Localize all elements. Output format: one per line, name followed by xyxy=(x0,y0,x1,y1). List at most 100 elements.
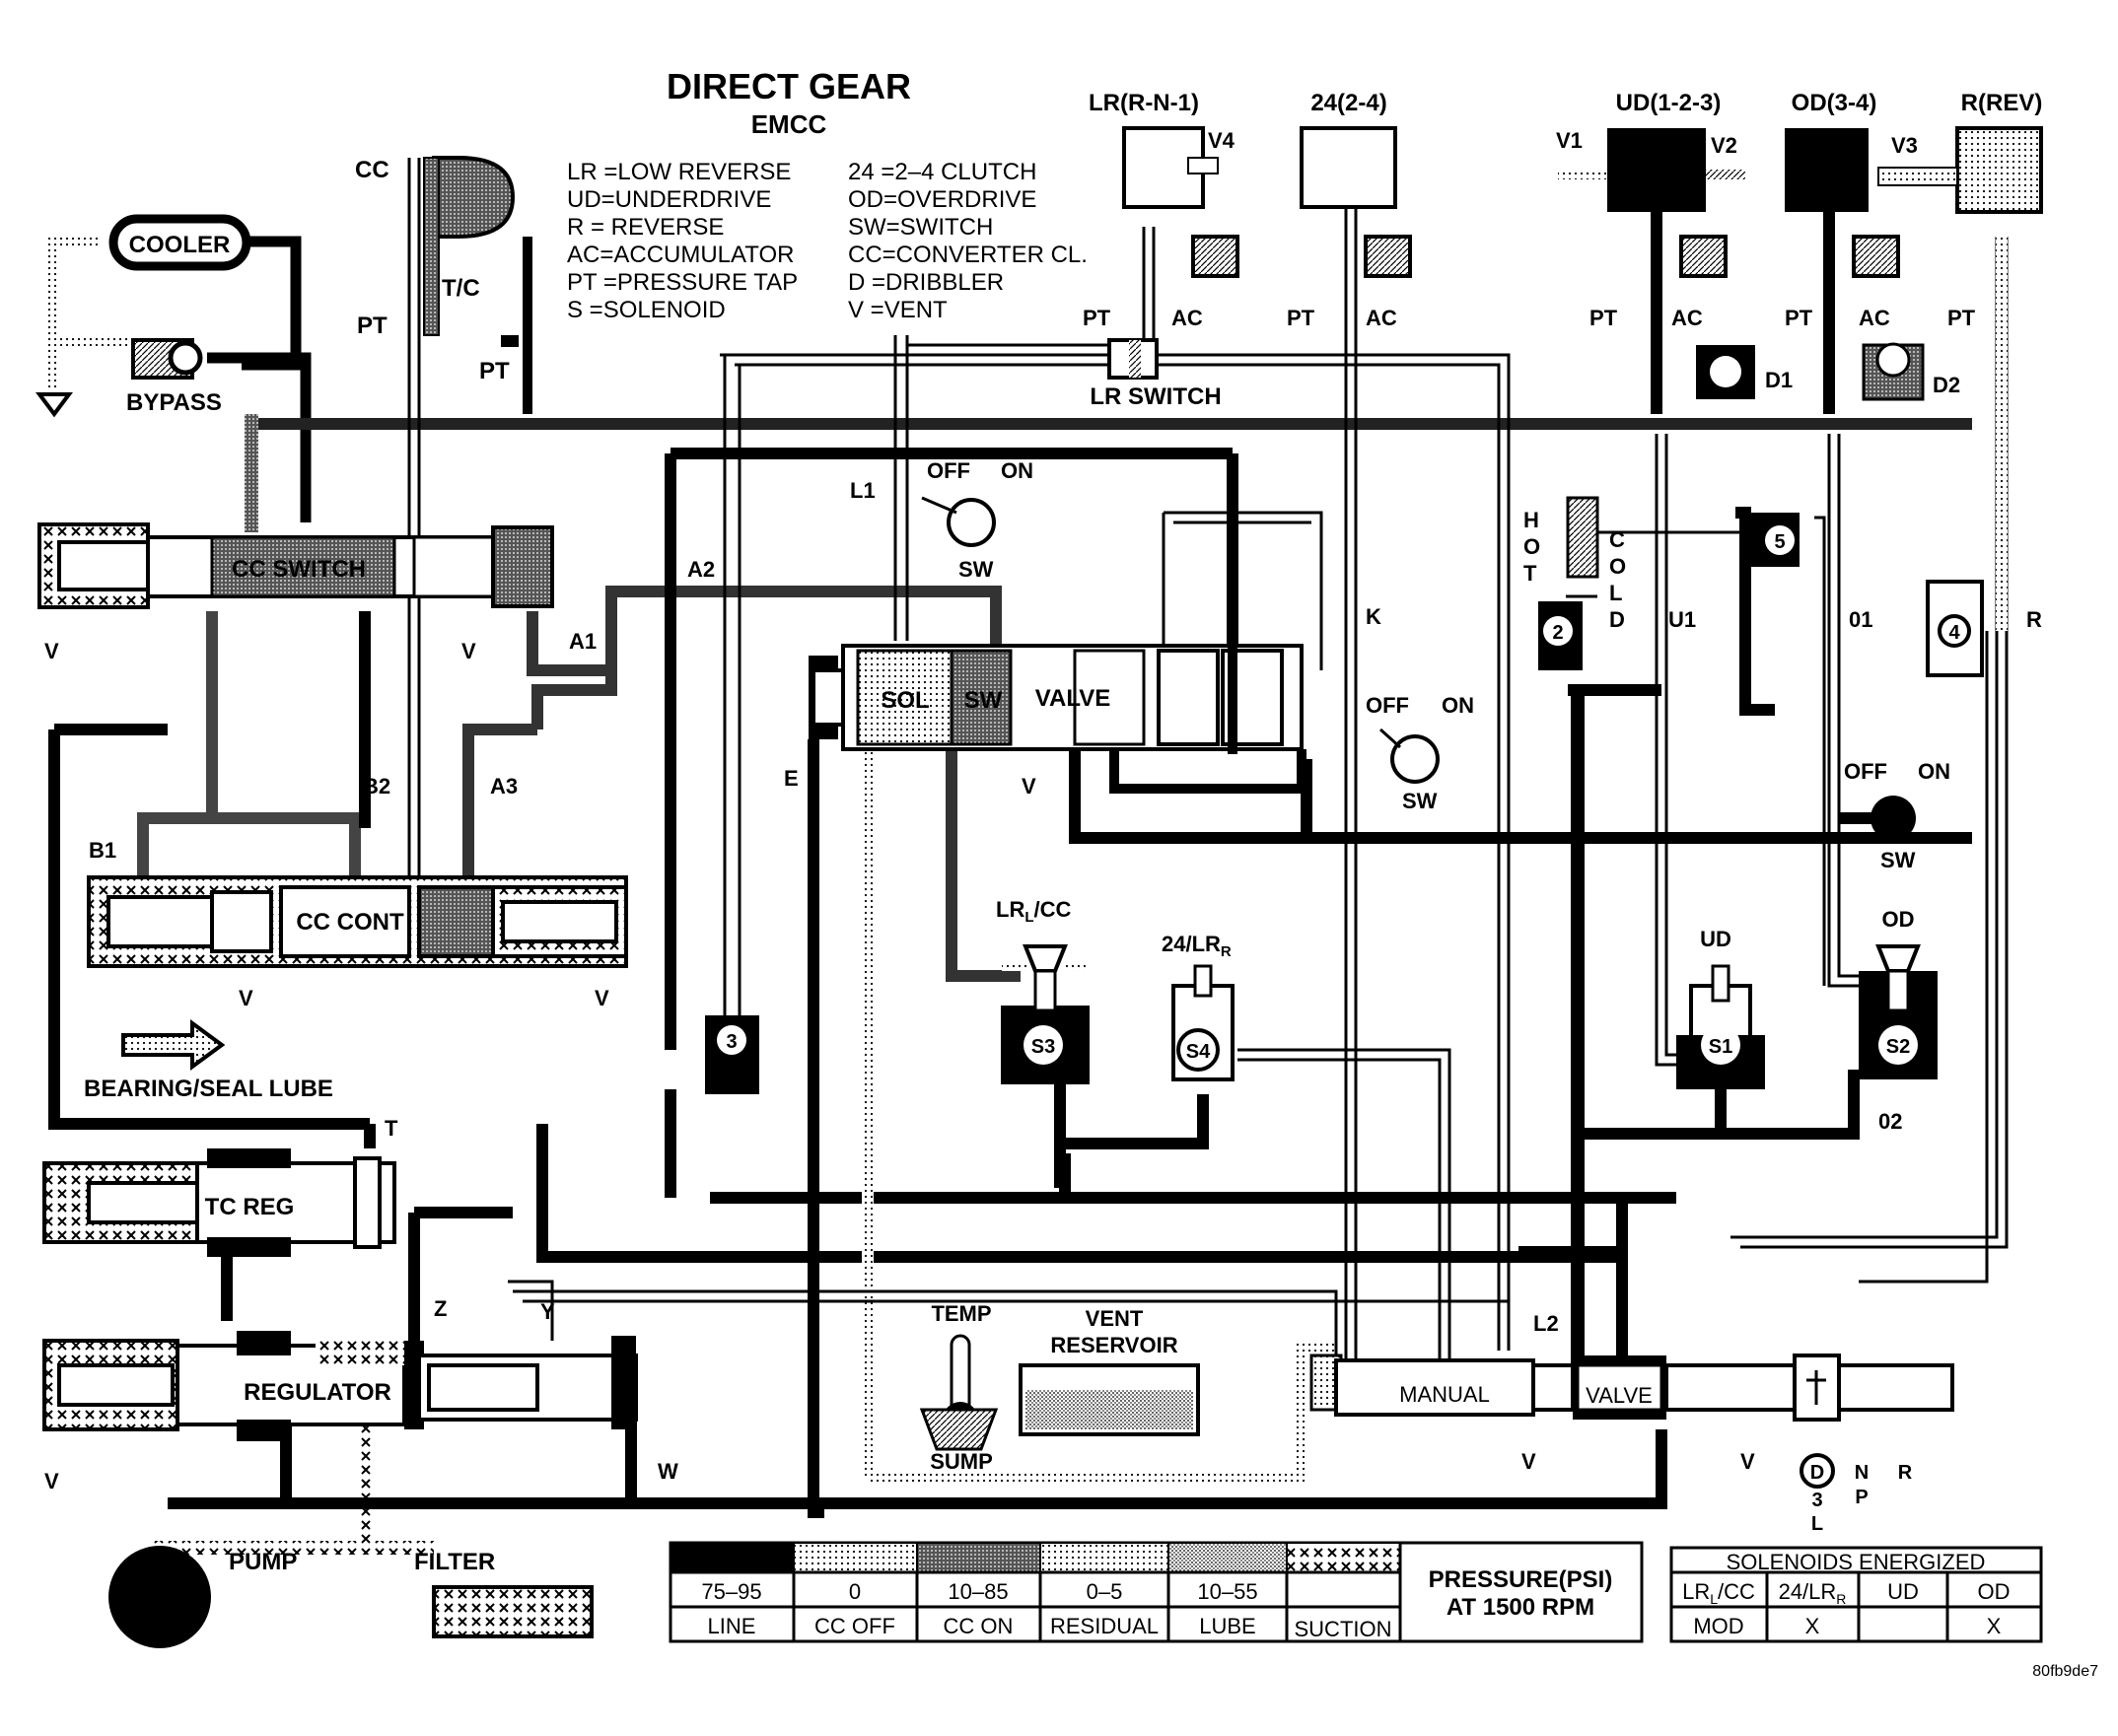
legend-name-cc-on: CC ON xyxy=(944,1614,1014,1638)
reservoir-label: RESERVOIR xyxy=(1050,1333,1177,1357)
thermal-valve: H O T C O L D 2 U1 xyxy=(1523,496,1696,670)
gear-selector: D 3 L N P R xyxy=(1800,1453,1913,1535)
abbrev-pt: PT =PRESSURE TAP xyxy=(567,269,798,296)
t-label: T xyxy=(385,1116,398,1141)
sol-sw-valve: SOL SW VALVE V E L1 xyxy=(784,478,1304,799)
legend-name-residual: RESIDUAL xyxy=(1050,1614,1159,1638)
torque-converter: CC T/C PT PT xyxy=(355,156,519,384)
ball-4-label: 4 xyxy=(1948,622,1960,644)
bearing-seal-lube: BEARING/SEAL LUBE xyxy=(84,1019,333,1102)
vent-cc-switch-right: V xyxy=(461,639,476,663)
sw-valve-label: SW xyxy=(964,687,1003,714)
check-balls-right: 5 01 4 R xyxy=(1745,513,2042,677)
sump-reservoir: TEMP SUMP VENT RESERVOIR xyxy=(919,1301,1200,1474)
s1-label: S1 xyxy=(1709,1036,1732,1058)
s3-label: S3 xyxy=(1031,1036,1055,1058)
solenoid-s2: OD S2 02 xyxy=(1859,907,1938,1134)
passages xyxy=(48,158,2009,1555)
vent-manual-right: V xyxy=(1740,1449,1755,1474)
vent-cc-cont-right: V xyxy=(595,986,609,1010)
abbrev-v: V =VENT xyxy=(848,297,948,323)
s1-name: UD xyxy=(1700,927,1731,951)
hot-o: O xyxy=(1523,534,1540,559)
switch-2-circle xyxy=(1390,734,1440,784)
bearing-seal-lube-label: BEARING/SEAL LUBE xyxy=(84,1076,333,1102)
s2-coil xyxy=(1878,1025,1918,1065)
pressure-switch-3: OFF ON SW xyxy=(1844,759,1950,872)
cold-o: O xyxy=(1609,554,1626,579)
pressure-legend: 75–95 0 10–85 0–5 10–55 LINE CC OFF CC O… xyxy=(669,1541,1644,1643)
clutch-ud-label: UD(1-2-3) xyxy=(1616,90,1722,116)
vent-label: VENT xyxy=(1086,1306,1144,1331)
gear-3: 3 xyxy=(1811,1490,1822,1511)
k-label: K xyxy=(1366,604,1381,629)
cold-c: C xyxy=(1609,527,1625,552)
clutch-24: 24(2-4) PT AC xyxy=(1287,90,1412,330)
swatch-residual xyxy=(1039,1542,1169,1573)
abbrev-od: OD=OVERDRIVE xyxy=(848,186,1036,213)
sump-label: SUMP xyxy=(930,1449,993,1474)
legend-name-line: LINE xyxy=(708,1614,756,1638)
temp-label: TEMP xyxy=(931,1301,991,1326)
pt-label-24: PT xyxy=(1287,306,1315,330)
cc-switch-label: CC SWITCH xyxy=(232,556,366,583)
l2-label: L2 xyxy=(1533,1311,1559,1336)
swatch-line xyxy=(671,1543,794,1572)
v4-label: V4 xyxy=(1208,128,1236,153)
s4-name: 24/LRR xyxy=(1162,932,1232,960)
cc-cont-label: CC CONT xyxy=(296,909,404,936)
legend-value-cc-on: 10–85 xyxy=(948,1579,1008,1604)
pressure-switch-2: OFF ON SW K xyxy=(1366,604,1474,813)
abbrev-ac: AC=ACCUMULATOR xyxy=(567,242,794,268)
pt-label-ud: PT xyxy=(1589,306,1618,330)
abbrev-r: R = REVERSE xyxy=(567,214,724,241)
switch-1-circle xyxy=(947,498,996,547)
clutch-24-label: 24(2-4) xyxy=(1310,90,1386,116)
b2-label: B2 xyxy=(363,774,390,799)
switch-2-sw: SW xyxy=(1402,789,1438,813)
abbreviation-legend: LR =LOW REVERSE UD=UNDERDRIVE R = REVERS… xyxy=(567,159,1088,323)
a3-label: A3 xyxy=(490,774,518,799)
manual-valve: MANUAL VALVE L2 V V xyxy=(1309,1311,1954,1474)
ball-4 xyxy=(1938,614,1971,648)
valve-label-manual: VALVE xyxy=(1586,1383,1653,1408)
filter xyxy=(432,1585,594,1638)
regulator-label: REGULATOR xyxy=(244,1379,391,1406)
switch-3-sw: SW xyxy=(1880,848,1916,872)
e-label: E xyxy=(784,766,799,791)
vent-v1-icon xyxy=(1558,170,1607,179)
switch-3-on: ON xyxy=(1918,759,1950,784)
u1-label: U1 xyxy=(1668,607,1696,632)
s2-label: S2 xyxy=(1886,1036,1910,1058)
s4-coil xyxy=(1176,1028,1220,1072)
bypass-ball xyxy=(168,340,203,376)
abbrev-s: S =SOLENOID xyxy=(567,297,726,323)
pressure-title-2: AT 1500 RPM xyxy=(1447,1594,1594,1621)
gear-p: P xyxy=(1855,1487,1868,1508)
check-ball-3: 3 xyxy=(705,1015,759,1094)
page-subtitle: EMCC xyxy=(751,109,827,139)
abbrev-cc: CC=CONVERTER CL. xyxy=(848,242,1088,268)
reference-code: 80fb9de7 xyxy=(2032,1663,2098,1680)
s3-name: LRL/CC xyxy=(996,897,1072,926)
abbrev-d: D =DRIBBLER xyxy=(848,269,1004,296)
vent-manual-left: V xyxy=(1521,1449,1536,1474)
drain-arrow-icon xyxy=(35,392,73,418)
cc-label: CC xyxy=(355,157,389,183)
pump-label: PUMP xyxy=(229,1549,297,1575)
s2-name: OD xyxy=(1882,907,1915,932)
vent-cc-switch-left: V xyxy=(44,639,59,663)
vent-regulator: V xyxy=(44,1469,59,1493)
d1-label: D1 xyxy=(1765,368,1793,392)
s1-coil xyxy=(1701,1025,1740,1065)
r-label: R xyxy=(2026,607,2042,632)
abbrev-ud: UD=UNDERDRIVE xyxy=(567,186,771,213)
abbrev-sw: SW=SWITCH xyxy=(848,214,993,241)
dribblers: D1 D2 xyxy=(1696,342,1960,401)
switch-3-circle xyxy=(1871,796,1916,841)
ball-3 xyxy=(717,1025,746,1055)
page-title: DIRECT GEAR xyxy=(667,66,911,106)
v2-label: V2 xyxy=(1711,133,1737,158)
clutch-od-label: OD(3-4) xyxy=(1792,90,1877,116)
solenoid-table: SOLENOIDS ENERGIZED LRL/CC 24/LRR UD OD … xyxy=(1669,1546,2043,1643)
